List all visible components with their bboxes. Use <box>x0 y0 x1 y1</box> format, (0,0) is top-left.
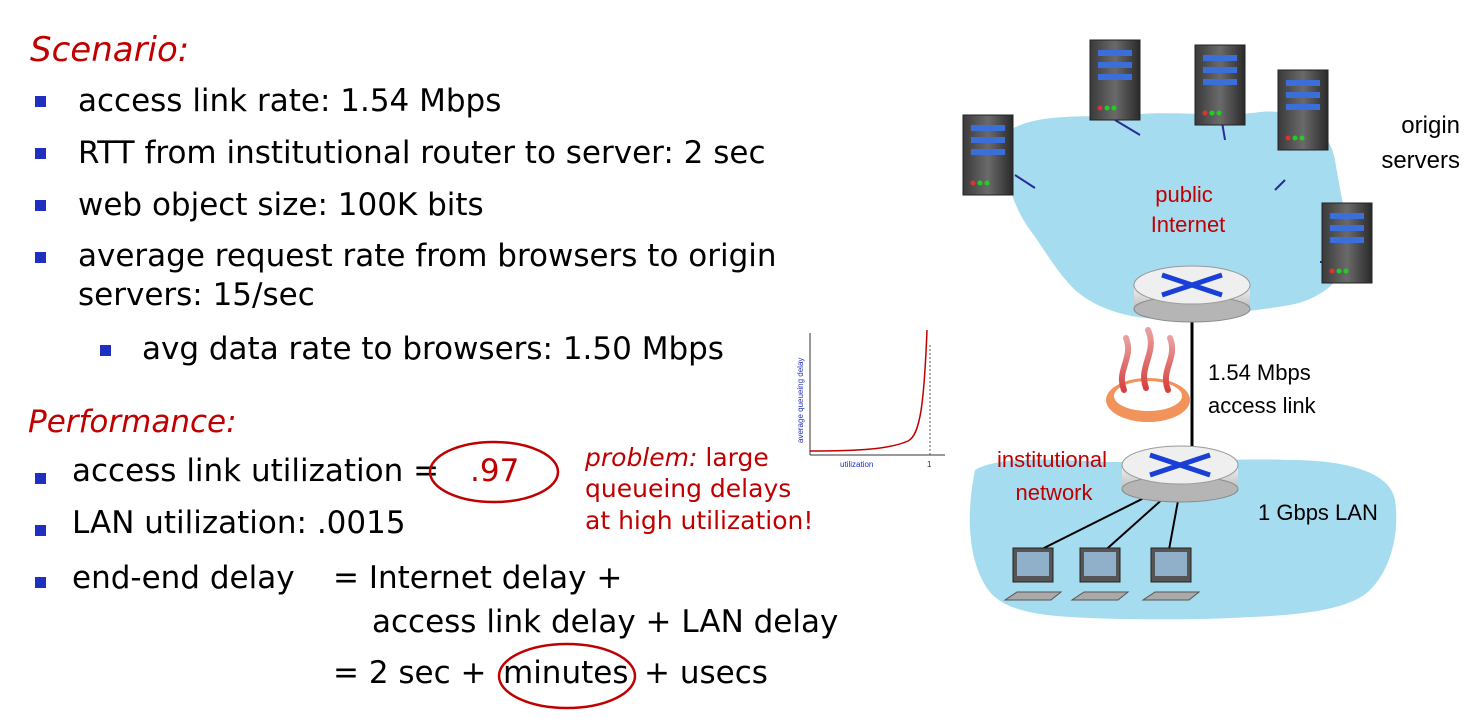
institutional-label-1: institutional <box>997 447 1107 472</box>
bullet-marker <box>35 252 46 263</box>
scenario-bullet-1: access link rate: 1.54 Mbps <box>78 83 502 119</box>
public-internet-cloud <box>1006 111 1351 319</box>
bullet-marker <box>35 473 46 484</box>
sub-bullet-marker <box>100 345 111 356</box>
congestion-flame-icon <box>1106 327 1190 422</box>
delay-line3-post: + usecs <box>644 655 768 691</box>
server-icon <box>1321 202 1373 284</box>
mini-chart-xtick: 1 <box>927 460 932 469</box>
computer-icon <box>1141 547 1201 601</box>
performance-heading: Performance: <box>28 404 237 440</box>
public-internet-label-1: public <box>1155 182 1212 207</box>
delay-line3-pre: = 2 sec + <box>333 655 487 691</box>
util-label: access link utilization = <box>72 453 440 489</box>
util-circle <box>428 440 560 504</box>
origin-label-1: origin <box>1401 112 1460 139</box>
institutional-label-2: network <box>1015 480 1093 505</box>
server-icon <box>1277 69 1329 151</box>
router-icon <box>1133 265 1251 323</box>
server-icon <box>1089 39 1141 121</box>
scenario-sub-bullet: avg data rate to browsers: 1.50 Mbps <box>142 331 724 367</box>
delay-line2: access link delay + LAN delay <box>372 604 839 640</box>
problem-line2: queueing delays <box>585 474 792 504</box>
server-icon <box>962 114 1014 196</box>
scenario-bullet-3: web object size: 100K bits <box>78 187 484 223</box>
lan-label: 1 Gbps LAN <box>1258 500 1378 525</box>
minutes-circle <box>497 642 637 710</box>
mini-chart-ylabel: average queueing delay <box>796 358 805 443</box>
scenario-bullet-4-cont: servers: 15/sec <box>78 277 315 313</box>
scenario-bullet-4: average request rate from browsers to or… <box>78 238 777 274</box>
access-link-rate-label: 1.54 Mbps <box>1208 360 1311 385</box>
problem-annotation: problem: large queueing delays at high u… <box>585 442 813 536</box>
mini-chart-xlabel: utilization <box>840 460 873 469</box>
access-link-label: access link <box>1208 393 1317 418</box>
bullet-marker <box>35 148 46 159</box>
lan-util: LAN utilization: .0015 <box>72 505 406 541</box>
bullet-marker <box>35 525 46 536</box>
public-internet-label-2: Internet <box>1151 212 1226 237</box>
delay-label: end-end delay <box>72 560 295 596</box>
util-value: .97 <box>470 453 520 489</box>
problem-line3: at high utilization! <box>585 505 814 535</box>
router-icon <box>1121 445 1239 503</box>
problem-em: problem: <box>585 443 698 472</box>
bullet-marker <box>35 200 46 211</box>
origin-label-2: servers <box>1381 147 1460 174</box>
scenario-bullet-2: RTT from institutional router to server:… <box>78 135 766 171</box>
problem-line1: large <box>697 443 769 472</box>
delay-line3-circled: minutes <box>503 655 629 691</box>
server-icon <box>1194 44 1246 126</box>
computer-icon <box>1003 547 1063 601</box>
mini-chart-curve <box>809 329 928 452</box>
bullet-marker <box>35 96 46 107</box>
institutional-network-cloud <box>969 459 1397 620</box>
computer-icon <box>1070 547 1130 601</box>
scenario-heading: Scenario: <box>30 30 190 70</box>
delay-line1: = Internet delay + <box>333 560 623 596</box>
queueing-delay-mini-chart: average queueing delay utilization 1 <box>796 329 945 469</box>
bullet-marker <box>35 577 46 588</box>
